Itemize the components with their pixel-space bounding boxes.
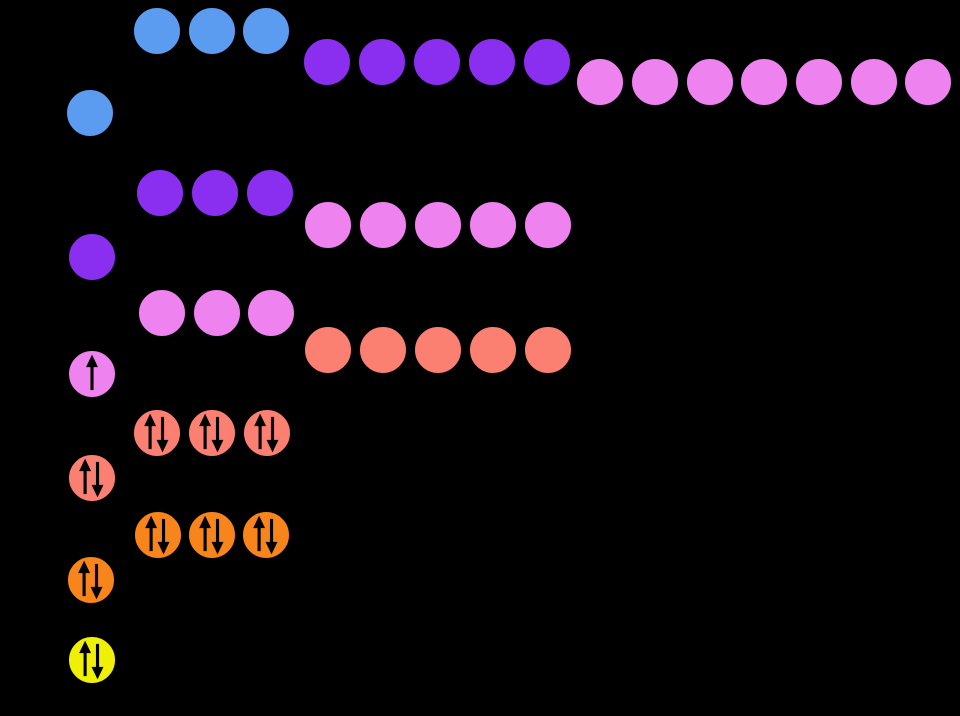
orbital-4f-7 <box>902 56 954 108</box>
orbital-4f-6 <box>848 56 900 108</box>
orbital-3p-2 <box>186 407 238 459</box>
orbital-3d-2 <box>357 324 409 376</box>
orbital-4d-5 <box>522 199 574 251</box>
orbital-2p-1 <box>132 509 184 561</box>
orbital-4p-3 <box>245 287 297 339</box>
orbital-4p-1 <box>136 287 188 339</box>
electron-pair-arrows-icon <box>199 413 224 453</box>
orbital-4f-2 <box>629 56 681 108</box>
orbital-4d-3 <box>412 199 464 251</box>
orbital-6p-3 <box>240 5 292 57</box>
orbital-3d-5 <box>522 324 574 376</box>
orbital-5d-4 <box>466 36 518 88</box>
orbital-3d-1 <box>302 324 354 376</box>
orbital-3s-1 <box>66 452 118 504</box>
orbital-5p-1 <box>134 167 186 219</box>
orbital-4f-5 <box>793 56 845 108</box>
orbital-2s-1 <box>65 554 117 606</box>
orbital-3p-1 <box>131 407 183 459</box>
orbital-1s-1 <box>66 634 118 686</box>
orbital-5s-1 <box>66 231 118 283</box>
orbital-4d-2 <box>357 199 409 251</box>
orbital-6s-1 <box>64 87 116 139</box>
orbital-6p-1 <box>131 5 183 57</box>
orbital-2p-3 <box>240 509 292 561</box>
orbital-5d-3 <box>411 36 463 88</box>
electron-pair-arrows-icon <box>79 458 104 498</box>
electron-pair-arrows-icon <box>253 515 278 555</box>
electron-pair-arrows-icon <box>144 413 169 453</box>
orbital-5d-5 <box>521 36 573 88</box>
electron-pair-arrows-icon <box>145 515 170 555</box>
orbital-5p-3 <box>244 167 296 219</box>
orbital-5d-1 <box>301 36 353 88</box>
orbital-4f-1 <box>574 56 626 108</box>
electron-up-arrow-icon <box>86 354 98 391</box>
orbital-4d-4 <box>467 199 519 251</box>
orbital-5p-2 <box>189 167 241 219</box>
electron-pair-arrows-icon <box>78 560 103 600</box>
electron-pair-arrows-icon <box>79 640 104 680</box>
orbital-3d-3 <box>412 324 464 376</box>
orbital-4f-3 <box>684 56 736 108</box>
orbital-4p-2 <box>191 287 243 339</box>
orbital-2p-2 <box>186 509 238 561</box>
orbital-5d-2 <box>356 36 408 88</box>
orbital-4f-4 <box>738 56 790 108</box>
orbital-4d-1 <box>302 199 354 251</box>
electron-pair-arrows-icon <box>199 515 224 555</box>
orbital-3d-4 <box>467 324 519 376</box>
orbital-4s-1 <box>66 348 118 400</box>
electron-pair-arrows-icon <box>254 413 279 453</box>
orbital-3p-3 <box>241 407 293 459</box>
orbital-6p-2 <box>186 5 238 57</box>
